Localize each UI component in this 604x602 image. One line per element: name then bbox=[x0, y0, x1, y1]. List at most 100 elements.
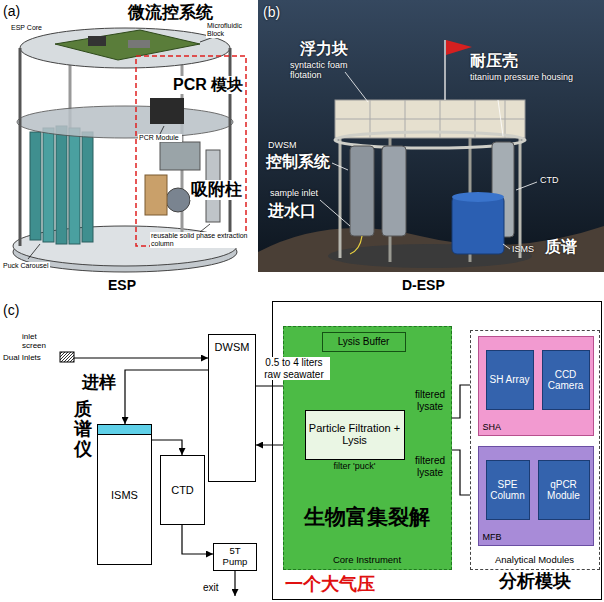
label-text: PCR Module bbox=[138, 134, 182, 142]
label-text: 吸附柱 bbox=[190, 180, 243, 200]
illustration-shape bbox=[56, 126, 67, 244]
illustration-shape bbox=[519, 132, 522, 258]
label-text: (c) bbox=[3, 302, 19, 318]
desp-photo bbox=[258, 0, 604, 272]
node-text: SPE Column bbox=[490, 478, 526, 501]
process-box: Lysis Buffer bbox=[322, 332, 406, 352]
node-text: ISMS bbox=[101, 488, 148, 501]
label-text: ESP Core bbox=[10, 24, 43, 32]
label-text: titanium pressure housing bbox=[470, 72, 574, 82]
process-box: 5T Pump bbox=[213, 543, 257, 571]
process-box: SH Array bbox=[486, 350, 534, 410]
node-text: SHA bbox=[483, 422, 502, 432]
label-text: 质谱仪 bbox=[74, 400, 92, 459]
illustration-shape bbox=[160, 142, 200, 170]
label-text: DWSM bbox=[268, 140, 297, 150]
label-text: reusable solid phase extraction column bbox=[150, 232, 252, 248]
node-text: filter 'puck' bbox=[296, 461, 414, 471]
label-text: (b) bbox=[263, 4, 280, 20]
label-text: Microfluidic Block bbox=[206, 22, 252, 38]
node-text: CCD Camera bbox=[546, 368, 586, 391]
label-text: 质谱 bbox=[545, 238, 577, 256]
label-text: CTD bbox=[540, 175, 559, 185]
label-text: D-ESP bbox=[402, 277, 445, 293]
illustration-shape bbox=[88, 36, 106, 46]
illustration-shape bbox=[332, 163, 348, 170]
process-box: SPE Column bbox=[486, 460, 530, 520]
process-box: 一个大气压生物富集裂解Core InstrumentLysis BufferPa… bbox=[272, 301, 602, 600]
node-text: 分析模块 bbox=[461, 571, 604, 592]
illustration-shape bbox=[30, 132, 41, 240]
illustration-shape bbox=[17, 106, 233, 138]
label-text: inlet screen bbox=[22, 332, 56, 350]
label-text: sample inlet bbox=[270, 188, 318, 198]
illustration-shape bbox=[200, 224, 210, 232]
node-text: 5T Pump bbox=[217, 546, 253, 568]
node-text: qPCR Module bbox=[542, 478, 586, 501]
illustration-shape bbox=[82, 132, 93, 242]
illustration-shape bbox=[503, 244, 510, 249]
illustration-shape bbox=[350, 146, 374, 236]
node-text: Core Instrument bbox=[286, 555, 449, 566]
illustration-shape bbox=[43, 128, 54, 242]
illustration-shape bbox=[258, 0, 604, 272]
illustration-shape bbox=[19, 48, 22, 246]
illustration-shape bbox=[339, 132, 342, 258]
label-text: ISMS bbox=[512, 244, 534, 254]
sensor-band bbox=[98, 425, 151, 435]
illustration-shape bbox=[160, 126, 164, 134]
illustration-shape bbox=[498, 100, 503, 136]
label-text: 微流控系统 bbox=[128, 3, 213, 23]
label-text: exit bbox=[203, 582, 219, 594]
node-text: SH Array bbox=[490, 374, 530, 386]
illustration-shape bbox=[128, 40, 150, 48]
label-text: Dual Inlets bbox=[3, 353, 41, 362]
illustration-shape bbox=[444, 40, 446, 100]
illustration-shape bbox=[446, 40, 472, 55]
label-text: 进样 bbox=[82, 373, 116, 393]
process-box: CCD Camera bbox=[542, 350, 590, 410]
illustration-shape bbox=[452, 196, 504, 254]
edge-label: filtered lysate bbox=[409, 455, 451, 478]
label-text: (a) bbox=[3, 3, 20, 19]
illustration-shape bbox=[234, 567, 235, 596]
label-text: PCR 模块 bbox=[172, 76, 244, 94]
illustration-shape bbox=[382, 146, 406, 236]
illustration-shape bbox=[74, 357, 208, 358]
illustration-shape bbox=[20, 28, 230, 68]
node-text: MFB bbox=[483, 532, 502, 542]
label-text: 进水口 bbox=[268, 202, 316, 220]
node-text: DWSM bbox=[211, 341, 253, 354]
illustration-shape bbox=[166, 188, 190, 212]
flow-arrow bbox=[125, 370, 208, 424]
process-box: Particle Filtration + Lysisfilter 'puck' bbox=[305, 410, 405, 460]
process-box: SHA SH Array CCD Camera bbox=[478, 336, 594, 436]
label-text: 控制系统 bbox=[266, 153, 330, 171]
label-text: 耐压壳 bbox=[470, 52, 518, 70]
node-text: Particle Filtration + Lysis bbox=[309, 422, 401, 447]
node-text: Lysis Buffer bbox=[326, 336, 402, 348]
label-text: 浮力块 bbox=[300, 40, 348, 58]
illustration-shape bbox=[452, 192, 504, 202]
process-box: qPCR Module bbox=[538, 460, 590, 520]
illustration-shape bbox=[516, 182, 537, 190]
label-text: Puck Carousel bbox=[2, 262, 50, 270]
illustration-shape bbox=[258, 226, 604, 272]
label-text: syntactic foam flotation bbox=[290, 60, 372, 81]
illustration-shape bbox=[60, 352, 74, 362]
illustration-shape bbox=[335, 119, 525, 120]
process-box: ISMS bbox=[97, 424, 152, 565]
illustration-shape bbox=[28, 244, 40, 259]
node-text: CTD bbox=[164, 484, 201, 497]
process-box: MFB SPE Column qPCR Module bbox=[478, 446, 594, 546]
node-text: 生物富集裂解 bbox=[284, 505, 451, 529]
flow-arrow bbox=[152, 440, 182, 455]
edge-label: filtered lysate bbox=[409, 389, 451, 412]
illustration-shape bbox=[345, 72, 368, 102]
illustration-shape bbox=[69, 128, 80, 244]
illustration-shape bbox=[350, 236, 362, 254]
process-box: DWSM bbox=[208, 334, 256, 482]
process-box: Analytical Modules分析模块SHASH ArrayCCD Cam… bbox=[470, 330, 600, 570]
edge-label: 0.5 to 4 liters raw seawater bbox=[258, 357, 330, 380]
